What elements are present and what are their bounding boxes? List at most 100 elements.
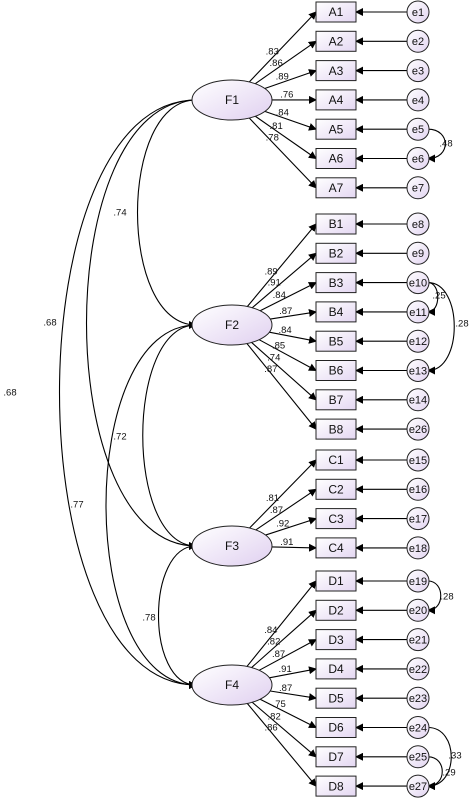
indicator-b7 <box>315 389 357 411</box>
error-label-e5: e5 <box>412 124 424 136</box>
loading-path-d1 <box>246 580 317 667</box>
indicator-label-a6: A6 <box>329 152 344 166</box>
loading-value-a1: .83 <box>266 46 279 57</box>
indicator-label-c1: C1 <box>328 453 344 467</box>
error-label-e1: e1 <box>412 7 424 19</box>
covariance-value-f2-f3: .72 <box>113 432 126 443</box>
indicator-label-d8: D8 <box>328 779 344 793</box>
indicator-a2 <box>315 30 357 52</box>
loading-value-b3: .84 <box>273 290 286 301</box>
covariance-f1-f4 <box>59 95 204 689</box>
error-label-e6: e6 <box>412 153 424 165</box>
error-label-e3: e3 <box>412 66 424 78</box>
indicator-d3 <box>315 629 357 651</box>
indicator-label-d7: D7 <box>328 750 344 764</box>
loading-path-c4 <box>271 543 317 552</box>
loading-value-a4: .76 <box>280 89 293 100</box>
loading-value-a5: .84 <box>276 107 289 118</box>
loading-path-a6 <box>255 115 317 160</box>
loading-value-c4: .91 <box>280 537 293 548</box>
indicator-label-d1: D1 <box>328 574 344 588</box>
loading-path-b5 <box>269 331 317 344</box>
loading-path-c2 <box>255 488 317 531</box>
loading-path-c3 <box>265 516 317 536</box>
error-label-e12: e12 <box>409 336 427 348</box>
loading-value-b6: .85 <box>272 340 285 351</box>
indicator-b1 <box>315 213 357 235</box>
error-covariance-value-e19-e20: .28 <box>440 592 453 603</box>
indicator-b4 <box>315 301 357 323</box>
loading-path-d3 <box>258 639 317 671</box>
indicator-b3 <box>315 272 357 294</box>
error-label-e27: e27 <box>409 781 427 793</box>
error-covariance-value-e5-e6: .48 <box>439 139 452 150</box>
loading-path-d5 <box>270 690 317 702</box>
loading-path-d6 <box>259 698 317 728</box>
error-label-e18: e18 <box>409 543 427 555</box>
loading-value-d5: .87 <box>279 683 292 694</box>
indicator-d5 <box>315 687 357 709</box>
error-label-e10: e10 <box>409 278 427 290</box>
loading-path-b2 <box>251 252 317 309</box>
indicator-a1 <box>315 1 357 23</box>
loading-path-d7 <box>251 701 317 758</box>
factor-f4 <box>191 664 273 706</box>
error-e17 <box>406 507 430 531</box>
covariance-f2-f3 <box>142 320 204 550</box>
loading-path-d4 <box>269 666 317 679</box>
error-covariance-e19-e20 <box>420 576 442 615</box>
indicator-c4 <box>315 537 357 559</box>
loading-value-b5: .84 <box>279 325 292 336</box>
loading-path-a3 <box>264 69 317 90</box>
error-e5 <box>406 117 430 141</box>
indicator-a7 <box>315 177 357 199</box>
error-label-e7: e7 <box>412 183 424 195</box>
indicator-a5 <box>315 118 357 140</box>
indicator-label-a7: A7 <box>329 181 344 195</box>
error-covariance-e24-e27 <box>420 723 452 791</box>
indicator-label-b3: B3 <box>329 276 344 290</box>
error-covariance-layer <box>420 125 455 791</box>
loading-path-a5 <box>264 110 317 131</box>
error-label-e13: e13 <box>409 365 427 377</box>
error-label-e25: e25 <box>409 752 427 764</box>
loading-path-a1 <box>248 11 317 83</box>
loading-path-b7 <box>251 342 317 401</box>
indicator-label-a3: A3 <box>329 64 344 78</box>
error-e10 <box>406 271 430 295</box>
loading-value-b1: .89 <box>264 266 277 277</box>
loading-value-b8: .87 <box>264 364 277 375</box>
covariance-value-f1-f4: .68 <box>3 388 16 399</box>
error-e7 <box>406 176 430 200</box>
factor-label-f3: F3 <box>225 539 239 553</box>
loading-path-c1 <box>249 459 317 529</box>
loading-value-c1: .81 <box>266 493 279 504</box>
indicator-d1 <box>315 570 357 592</box>
loading-value-b4: .87 <box>279 306 292 317</box>
error-label-e23: e23 <box>409 693 427 705</box>
indicator-label-c2: C2 <box>328 482 344 496</box>
error-e21 <box>406 628 430 652</box>
error-e26 <box>406 417 430 441</box>
error-e12 <box>406 329 430 353</box>
error-covariance-value-e10-e13: .28 <box>455 319 468 330</box>
loading-value-d4: .91 <box>279 664 292 675</box>
covariance-value-f2-f4: .77 <box>70 500 83 511</box>
indicator-label-d2: D2 <box>328 603 344 617</box>
error-label-e2: e2 <box>412 36 424 48</box>
error-label-e9: e9 <box>412 248 424 260</box>
indicator-label-b2: B2 <box>329 246 344 260</box>
indicator-label-a1: A1 <box>329 5 344 19</box>
loading-value-a2: .86 <box>270 58 283 69</box>
loading-paths-layer <box>246 8 407 791</box>
covariance-value-f1-f3: .68 <box>43 318 56 329</box>
factor-label-f1: F1 <box>225 93 239 107</box>
indicator-label-b1: B1 <box>329 217 344 231</box>
error-e16 <box>406 477 430 501</box>
covariance-f2-f4 <box>105 320 204 689</box>
error-label-e17: e17 <box>409 514 427 526</box>
error-covariance-e5-e6 <box>420 125 446 163</box>
indicator-b6 <box>315 360 357 381</box>
